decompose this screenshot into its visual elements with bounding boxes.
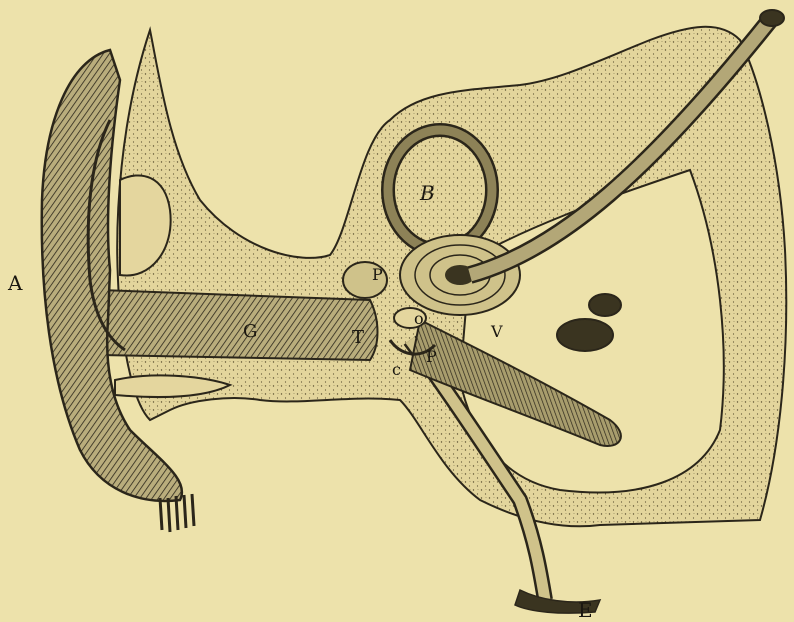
label-V: V <box>490 322 503 341</box>
label-B: B <box>419 181 435 205</box>
label-A: A <box>7 271 23 295</box>
label-G: G <box>243 321 257 342</box>
round-window <box>589 294 621 316</box>
cochlea <box>400 235 520 315</box>
label-P-upper: P <box>372 265 383 284</box>
label-O: o <box>414 309 424 328</box>
oval-window <box>557 319 613 351</box>
nerve-end <box>760 10 784 26</box>
label-C: c <box>392 360 401 379</box>
label-E: E <box>578 598 593 622</box>
label-T: T <box>352 327 364 348</box>
label-P-lower: P <box>426 347 437 366</box>
auditory-canal <box>100 290 378 360</box>
